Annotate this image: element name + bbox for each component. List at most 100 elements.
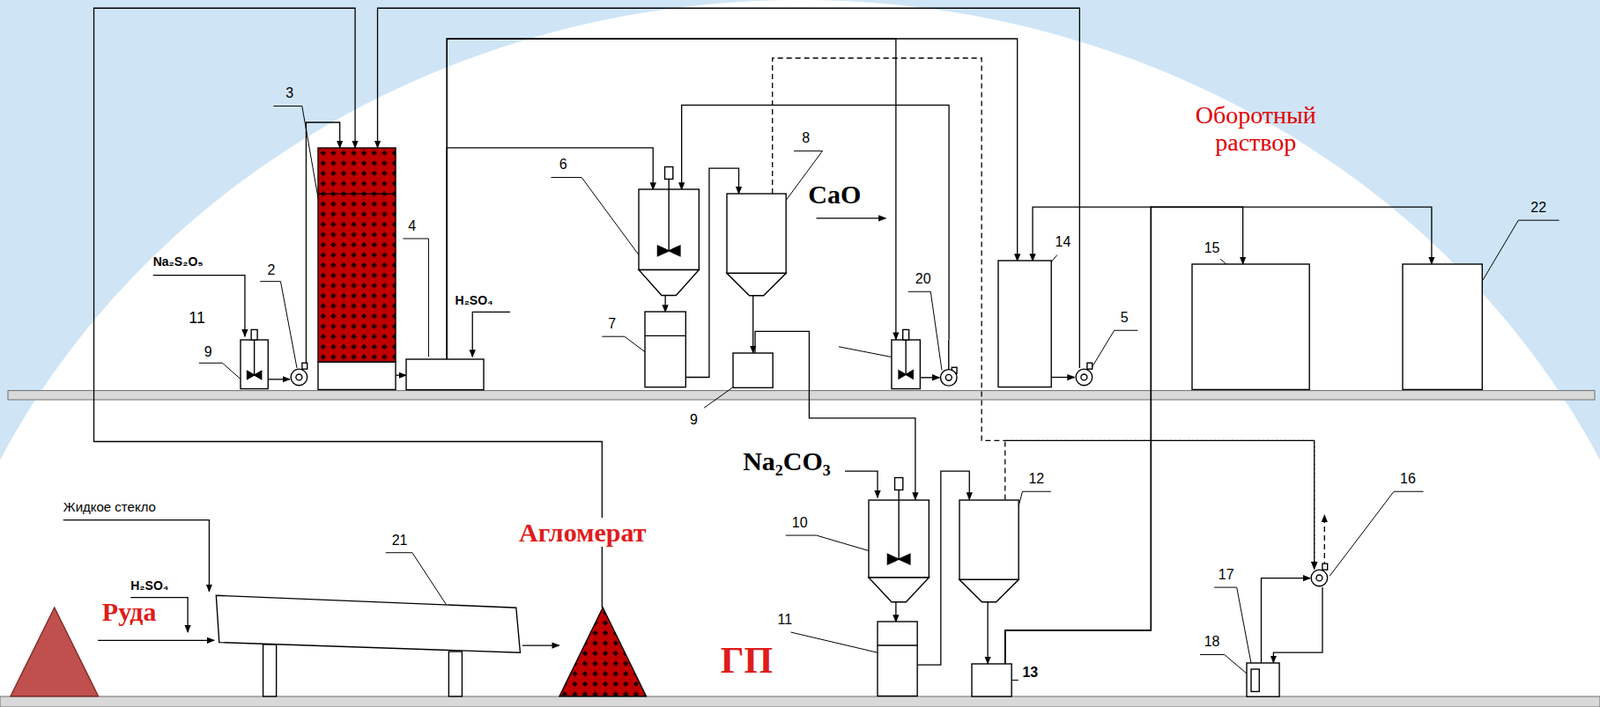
callout-number: 22 (1530, 200, 1547, 216)
upper-floor (7, 391, 1595, 400)
equipment-stroke (1192, 264, 1310, 390)
reagent-label: Na₂CO₃ (742, 446, 831, 476)
leader-line (1214, 587, 1252, 664)
pump: 5 (1074, 368, 1094, 387)
equipment-stroke (726, 193, 786, 274)
ore-pile: Руда (10, 607, 99, 697)
vacuum-pump: 16 (1310, 569, 1329, 588)
leader-line (601, 336, 645, 352)
lower-floor (0, 696, 1600, 707)
trap-insert: 18 (1251, 669, 1260, 692)
equipment-stroke (253, 340, 255, 376)
equipment-stroke (868, 577, 929, 603)
product-tank: 11ГП (877, 622, 918, 697)
collector-tank-outline (406, 359, 484, 391)
lime-mixer-pump-outline (885, 340, 959, 390)
settler-filter: 8 (726, 193, 786, 297)
flow-line (522, 644, 560, 646)
callout-number: 20 (915, 271, 932, 288)
gas-line (1005, 440, 1315, 570)
leader-line (1200, 655, 1252, 680)
equipment-stroke (1322, 563, 1328, 571)
equipment-stroke (877, 645, 918, 647)
reagent-label: Жидкое стекло (63, 500, 156, 516)
flow-line (446, 38, 1017, 360)
leader-line (1090, 330, 1138, 370)
flow-line (377, 7, 1081, 369)
equipment-stroke (644, 311, 686, 388)
equipment-stroke (971, 664, 1012, 697)
flow-line (1260, 578, 1311, 664)
leader-line (199, 362, 241, 380)
trap-insert-outline (1251, 669, 1260, 692)
precipitation-reactor: 10 (868, 500, 929, 603)
equipment-stroke (946, 374, 953, 381)
callout-number: 3 (285, 85, 294, 102)
equipment-stroke (657, 245, 680, 257)
equipment-stroke (948, 340, 949, 371)
equipment-stroke (905, 340, 907, 375)
flow-line (268, 378, 290, 380)
rotary-drum: 21 (214, 593, 523, 672)
acid-label: H₂SO₄ (130, 579, 169, 593)
callout-number: 5 (1120, 310, 1129, 326)
equipment-stroke (318, 192, 396, 194)
equipment-stroke (1246, 663, 1280, 697)
stream-label: ГП (720, 640, 773, 682)
equipment-stroke (726, 273, 786, 296)
callout-number: 10 (792, 515, 808, 532)
equipment-stroke (302, 362, 308, 370)
callout-number: 11 (777, 612, 793, 629)
equipment-stroke (959, 579, 1019, 602)
flow-line (446, 148, 653, 360)
callout-number: 13 (1022, 665, 1038, 682)
equipment-stroke (1402, 264, 1482, 390)
feed-arrow (816, 217, 887, 219)
equipment-stroke (216, 595, 521, 653)
equipment-stroke (940, 369, 958, 386)
equipment-stroke (1086, 362, 1092, 370)
equipment-stroke (667, 179, 669, 252)
equipment-stroke (263, 644, 277, 697)
equipment-stroke (644, 335, 686, 337)
lime-mixer-pump: 20 (885, 340, 959, 390)
equipment-stroke (296, 374, 303, 381)
callout-number: 15 (1204, 240, 1221, 257)
leader-line (1329, 491, 1424, 577)
leader-line (402, 238, 429, 357)
callout-number: 6 (559, 156, 568, 173)
receiver-tank: 7 (644, 311, 686, 388)
leader-line (1482, 220, 1560, 281)
collector-tank: 4 (406, 359, 484, 391)
acid-label: H₂SO₄ (455, 294, 494, 308)
equipment-stroke (251, 329, 258, 341)
flow-line (752, 296, 754, 354)
storage-tank-outline (1402, 264, 1482, 390)
equipment-stroke (1075, 369, 1093, 386)
flow-line (97, 640, 215, 642)
callout-number: 16 (1400, 471, 1416, 488)
leach-column-outline (318, 148, 396, 390)
filtrate-box: 13 (971, 664, 1012, 697)
reagent-label: CaO (807, 179, 861, 209)
reagent-mixer-outline (240, 340, 268, 390)
reagent-mixer: 9 (240, 340, 268, 390)
equipment-stroke (247, 370, 262, 379)
leader-line (273, 105, 325, 235)
callout-number: 18 (1204, 634, 1221, 651)
callout-number: 21 (392, 533, 408, 549)
equipment-stroke (959, 500, 1019, 580)
stream-label: Оборотный раствор (1166, 102, 1346, 157)
leader-line (550, 177, 639, 256)
equipment-stroke (998, 260, 1052, 388)
equipment-stroke (891, 340, 920, 390)
leader-line (785, 535, 869, 551)
flow-line (895, 601, 897, 623)
callout-number: 17 (1218, 567, 1235, 584)
stream-label: Руда (102, 597, 157, 627)
equipment-stroke (318, 362, 396, 390)
equipment-stroke (449, 651, 463, 697)
precipitation-reactor-outline (868, 500, 929, 603)
